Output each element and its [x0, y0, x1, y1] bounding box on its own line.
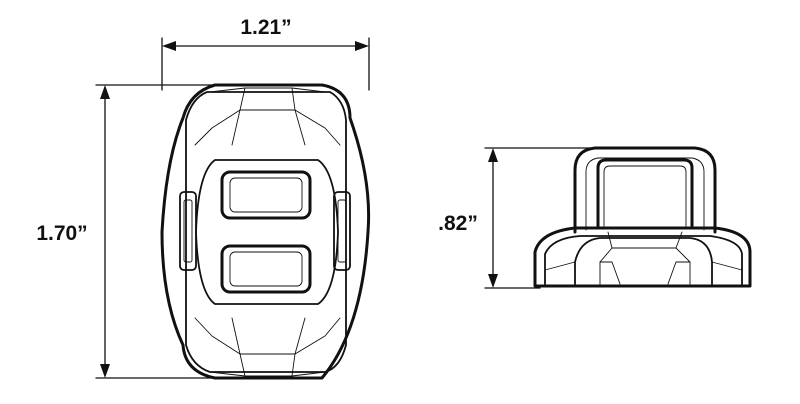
top-view	[160, 83, 371, 380]
right-tab-inner	[337, 199, 347, 263]
height-dimension: 1.70”	[36, 84, 213, 379]
width-arrow-left	[162, 41, 176, 51]
base-crown	[544, 235, 743, 285]
upper-lens	[220, 170, 312, 220]
side-arrow-bottom	[488, 274, 498, 288]
side-height-dimension: .82”	[438, 147, 591, 289]
base-facets	[544, 231, 743, 285]
center-housing	[195, 159, 339, 305]
height-label: 1.70”	[36, 222, 87, 245]
left-tab-inner	[183, 199, 193, 263]
upper-lens-inner	[229, 177, 303, 213]
base-arch	[574, 237, 713, 285]
base-outline	[533, 226, 752, 288]
cap-outline	[573, 146, 717, 234]
base-arch-inner	[599, 247, 691, 285]
lower-lens	[220, 244, 312, 294]
top-view-crown	[185, 91, 347, 373]
side-view	[533, 146, 752, 288]
top-view-outline	[160, 83, 371, 380]
width-arrow-right	[355, 41, 369, 51]
side-arrow-top	[488, 148, 498, 162]
cap-inner	[585, 157, 705, 231]
cap-window-inner	[603, 165, 687, 227]
top-facets	[194, 87, 341, 146]
side-height-label: .82”	[438, 212, 478, 235]
left-tab	[179, 191, 197, 271]
height-arrow-top	[100, 85, 110, 99]
lower-lens-inner	[229, 251, 303, 287]
bottom-facets	[194, 317, 341, 377]
width-dimension: 1.21”	[161, 16, 370, 91]
width-label: 1.21”	[240, 16, 291, 39]
height-arrow-bottom	[100, 364, 110, 378]
right-tab	[333, 191, 351, 271]
cap-window	[596, 158, 694, 228]
